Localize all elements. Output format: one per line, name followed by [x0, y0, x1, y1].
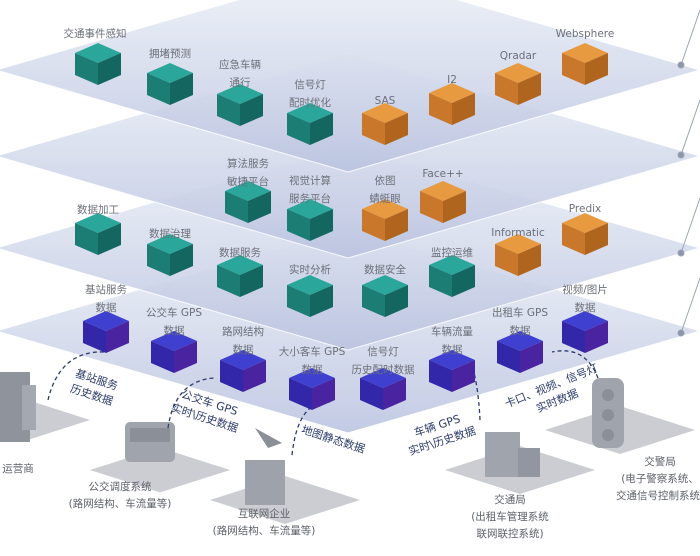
- component-label: Predix: [568, 203, 602, 215]
- component-label: 视觉计算 服务平台: [289, 175, 331, 205]
- component-label: 车辆流量 数据: [431, 326, 473, 356]
- pin-dot-icon: [677, 61, 685, 69]
- data-flow-arrow: [291, 401, 331, 456]
- pin-dot-icon: [677, 249, 685, 257]
- component-label: SAS: [374, 95, 396, 107]
- pin-line: [680, 197, 700, 254]
- component-label: 交通事件感知: [63, 28, 127, 40]
- component-label: 视频/图片 数据: [562, 284, 608, 314]
- building-icon: [0, 372, 36, 442]
- component-label: 路网结构 数据: [222, 326, 264, 356]
- pin-line: [680, 277, 700, 334]
- data-flow-arrow: [551, 350, 599, 379]
- component-label: 依图 蜻蜓眼: [369, 175, 401, 205]
- data-flow-arrow: [167, 377, 216, 429]
- component-label: 拥堵预测: [149, 48, 191, 60]
- teal-cube-icon: [427, 253, 477, 299]
- component-label: 实时分析: [289, 264, 331, 276]
- teal-cube-icon: [73, 41, 123, 87]
- orange-cube-icon: [493, 232, 543, 278]
- source-label-line: (路网结构、车流量等): [212, 525, 316, 537]
- component-label: 数据安全: [364, 264, 406, 276]
- blue-cube-icon: [358, 366, 408, 412]
- source-label: 交警局 (电子警察系统、交通信号控制系统): [616, 454, 700, 505]
- teal-cube-icon: [145, 61, 195, 107]
- bus-icon: [125, 422, 175, 462]
- teal-cube-icon: [285, 273, 335, 319]
- component-label: 应急车辆 通行: [219, 59, 261, 89]
- component-label: 监控运维: [431, 247, 473, 259]
- component-label: 公交车 GPS 数据: [146, 307, 202, 337]
- component-label: Face++: [422, 168, 464, 180]
- component-label: 基站服务 数据: [85, 284, 127, 314]
- orange-cube-icon: [418, 179, 468, 225]
- blue-cube-icon: [560, 309, 610, 355]
- component-label: 数据治理: [149, 228, 191, 240]
- component-label: Qradar: [499, 50, 537, 62]
- component-label: Websphere: [555, 28, 615, 40]
- teal-cube-icon: [285, 101, 335, 147]
- layer-plane: [0, 0, 700, 173]
- blue-cube-icon: [287, 366, 337, 412]
- component-label: 出租车 GPS 数据: [492, 307, 548, 337]
- orange-cube-icon: [560, 41, 610, 87]
- source-label-line: 公交调度系统: [88, 481, 152, 493]
- teal-cube-icon: [215, 82, 265, 128]
- blue-cube-icon: [218, 348, 268, 394]
- source-label-line: 交通信号控制系统): [615, 490, 700, 502]
- source-label-line: 互联网企业: [237, 508, 291, 520]
- source-label-line: 联网联控系统): [476, 528, 544, 540]
- orange-cube-icon: [360, 197, 410, 243]
- source-label-line: (路网结构、车流量等): [68, 498, 172, 510]
- source-label-line: 交警局: [644, 456, 676, 468]
- blue-cube-icon: [495, 329, 545, 375]
- component-label: I2: [447, 74, 457, 86]
- traffic-light-icon: [592, 378, 624, 448]
- orange-cube-icon: [560, 211, 610, 257]
- teal-cube-icon: [285, 197, 335, 243]
- paper-plane-icon: [245, 428, 285, 505]
- source-label-line: (出租车管理系统: [471, 511, 549, 523]
- component-label: 数据服务: [219, 247, 261, 259]
- pin-dot-icon: [677, 151, 685, 159]
- component-label: 数据加工: [77, 204, 119, 216]
- component-label: Informatic: [491, 227, 545, 239]
- teal-cube-icon: [145, 232, 195, 278]
- source-label: 互联网企业 (路网结构、车流量等): [213, 506, 316, 540]
- blue-cube-icon: [427, 348, 477, 394]
- component-label: 大小客车 GPS 数据: [278, 346, 346, 376]
- source-label: 公交调度系统 (路网结构、车流量等): [69, 479, 172, 513]
- truck-icon: [485, 432, 540, 477]
- data-flow-arrow: [47, 351, 106, 401]
- orange-cube-icon: [493, 61, 543, 107]
- pin-line: [680, 99, 700, 156]
- source-base: [90, 447, 230, 493]
- orange-cube-icon: [427, 81, 477, 127]
- blue-cube-icon: [149, 329, 199, 375]
- teal-cube-icon: [73, 211, 123, 257]
- teal-cube-icon: [360, 273, 410, 319]
- teal-cube-icon: [215, 253, 265, 299]
- source-label-line: 运营商: [2, 463, 34, 475]
- source-label: 运营商: [2, 461, 34, 478]
- component-label: 信号灯 历史配时数据: [351, 346, 415, 376]
- component-label: 算法服务 敏捷平台: [227, 158, 269, 188]
- blue-cube-icon: [81, 309, 131, 355]
- pin-dot-icon: [677, 329, 685, 337]
- source-label: 交通局 (出租车管理系统联网联控系统): [471, 492, 549, 543]
- pin-line: [680, 9, 700, 66]
- source-label-line: (电子警察系统、: [621, 473, 699, 485]
- source-label-line: 交通局: [494, 494, 526, 506]
- teal-cube-icon: [223, 179, 273, 225]
- component-label: 信号灯 配时优化: [289, 79, 331, 109]
- orange-cube-icon: [360, 101, 410, 147]
